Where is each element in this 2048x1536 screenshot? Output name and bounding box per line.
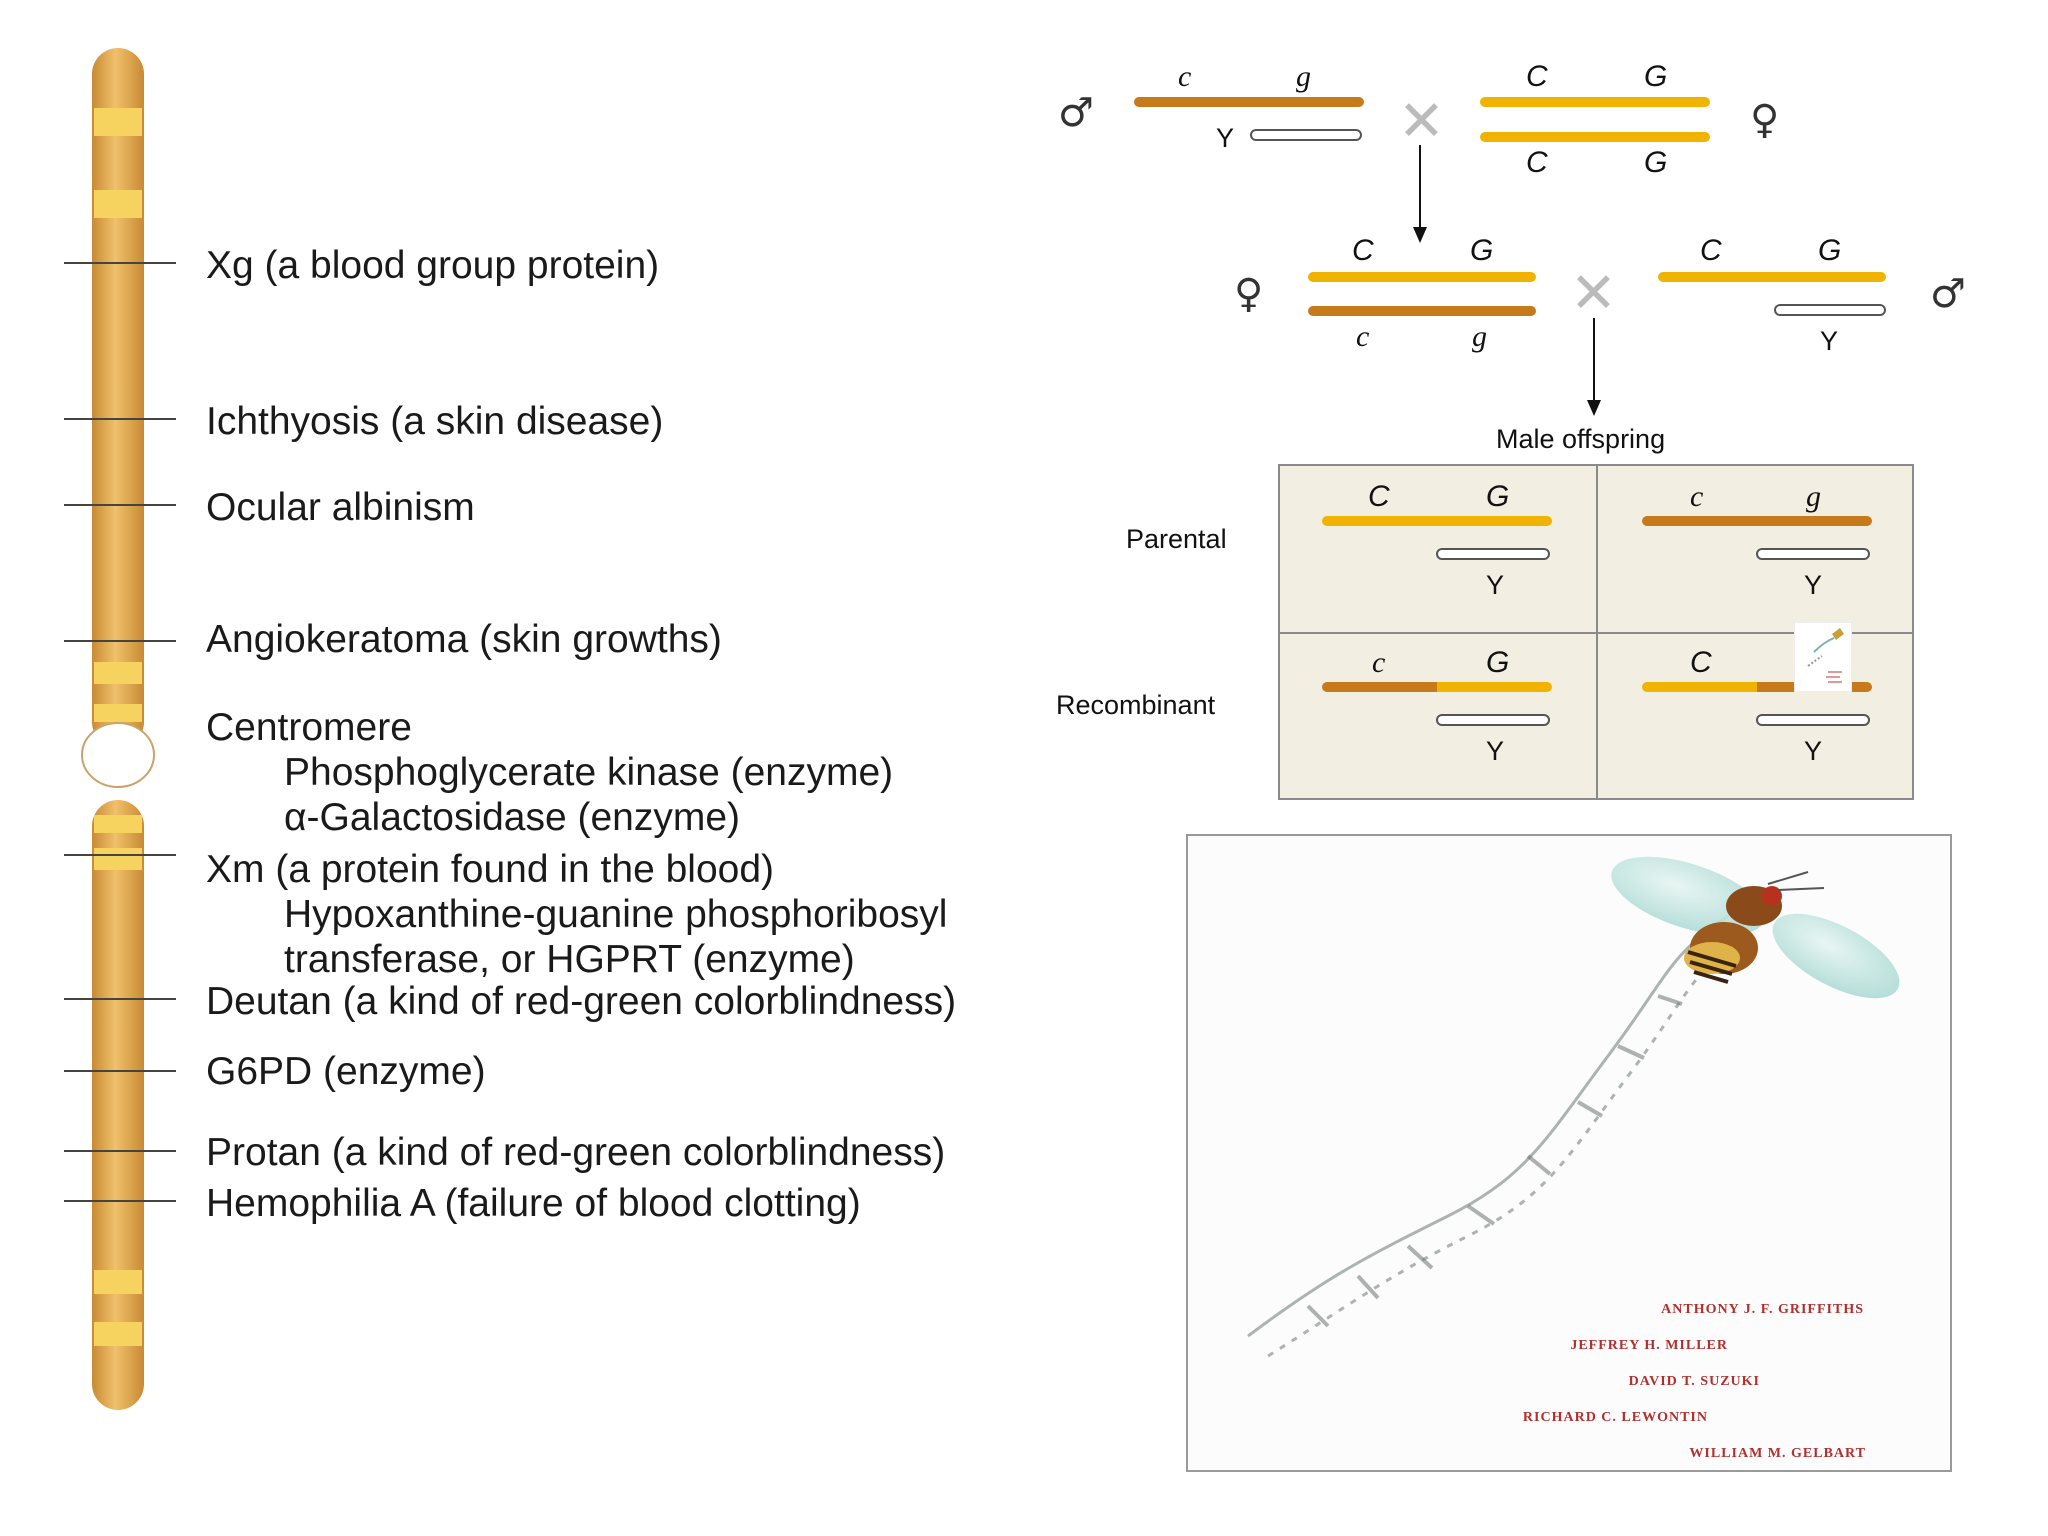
y-label: Y bbox=[1804, 570, 1823, 600]
label-hgprt-line1: Hypoxanthine-guanine phosphoribosyl bbox=[284, 893, 948, 936]
recombinant-label: Recombinant bbox=[1056, 690, 1216, 720]
allele-C: C bbox=[1352, 234, 1374, 267]
y-label: Y bbox=[1486, 570, 1505, 600]
label-alpha-galactosidase: α-Galactosidase (enzyme) bbox=[284, 796, 741, 839]
female-symbol: ♀ bbox=[1750, 97, 1780, 143]
allele-G: G bbox=[1818, 234, 1842, 267]
y-label: Y bbox=[1804, 736, 1823, 766]
tick-xg bbox=[64, 262, 176, 264]
allele-c: c bbox=[1356, 320, 1370, 353]
y-label: Y bbox=[1216, 123, 1235, 153]
label-xg: Xg (a blood group protein) bbox=[206, 244, 660, 287]
y-label: Y bbox=[1820, 326, 1839, 356]
label-ocular-albinism: Ocular albinism bbox=[206, 486, 475, 529]
allele-G: G bbox=[1644, 60, 1668, 93]
centromere-circle bbox=[81, 722, 155, 788]
tick-deutan bbox=[64, 998, 176, 1000]
arrow-down-icon bbox=[1587, 318, 1601, 416]
chromosome-arm-lower bbox=[92, 800, 144, 1410]
cross-symbol: ✕ bbox=[1570, 261, 1617, 326]
credit-line: WILLIAM M. GELBART bbox=[1689, 1446, 1866, 1461]
chromosome-band bbox=[94, 815, 142, 833]
x-chromosome-recessive bbox=[1642, 516, 1872, 526]
x-chromosome-recessive bbox=[1308, 306, 1536, 316]
y-label: Y bbox=[1486, 736, 1505, 766]
x-chromosome-diagram bbox=[81, 48, 155, 1410]
x-chromosome-dominant bbox=[1480, 132, 1710, 142]
x-chromosome-recombinant bbox=[1642, 682, 1872, 692]
y-chromosome bbox=[1756, 714, 1870, 726]
y-chromosome bbox=[1250, 129, 1362, 141]
label-xm: Xm (a protein found in the blood) bbox=[206, 848, 775, 891]
allele-G: G bbox=[1470, 234, 1494, 267]
cross-symbol: ✕ bbox=[1398, 89, 1445, 154]
label-deutan: Deutan (a kind of red-green colorblindne… bbox=[206, 980, 957, 1023]
y-chromosome bbox=[1436, 548, 1550, 560]
label-angiokeratoma: Angiokeratoma (skin growths) bbox=[206, 618, 722, 661]
grid-divider-horizontal bbox=[1278, 632, 1914, 634]
male-offspring-label: Male offspring bbox=[1496, 424, 1666, 454]
x-chromosome-dominant bbox=[1308, 272, 1536, 282]
chromosome-band bbox=[94, 704, 142, 722]
allele-G: G bbox=[1644, 146, 1668, 179]
book-cover: ANTHONY J. F. GRIFFITHS JEFFREY H. MILLE… bbox=[1186, 834, 1952, 1472]
allele-C: C bbox=[1526, 60, 1548, 93]
y-chromosome bbox=[1774, 304, 1886, 316]
tick-angiokeratoma bbox=[64, 640, 176, 642]
chromosome-band bbox=[94, 848, 142, 870]
allele-g: g bbox=[1296, 60, 1311, 93]
credit-line: RICHARD C. LEWONTIN bbox=[1522, 1410, 1708, 1425]
fruit-fly-dna-illustration bbox=[1247, 856, 1900, 1358]
allele-C: C bbox=[1700, 234, 1722, 267]
parental-label: Parental bbox=[1126, 524, 1227, 554]
label-protan: Protan (a kind of red-green colorblindne… bbox=[206, 1131, 946, 1174]
label-phosphoglycerate-kinase: Phosphoglycerate kinase (enzyme) bbox=[284, 751, 894, 794]
y-chromosome bbox=[1436, 714, 1550, 726]
allele-G: G bbox=[1486, 646, 1510, 679]
credit-line: ANTHONY J. F. GRIFFITHS bbox=[1661, 1302, 1864, 1317]
x-chromosome-dominant bbox=[1480, 97, 1710, 107]
allele-G: G bbox=[1486, 480, 1510, 513]
x-chromosome-dominant bbox=[1658, 272, 1886, 282]
female-symbol: ♀ bbox=[1234, 271, 1264, 317]
chromosome-arm-upper bbox=[92, 48, 144, 748]
credit-line: DAVID T. SUZUKI bbox=[1628, 1374, 1760, 1389]
tick-protan bbox=[64, 1150, 176, 1152]
tick-ocular-albinism bbox=[64, 504, 176, 506]
allele-g: g bbox=[1806, 480, 1821, 513]
allele-c: c bbox=[1690, 480, 1704, 513]
chromosome-band bbox=[94, 1270, 142, 1294]
x-chromosome-recombinant bbox=[1322, 682, 1552, 692]
credit-line: JEFFREY H. MILLER bbox=[1570, 1338, 1728, 1353]
label-centromere: Centromere bbox=[206, 706, 412, 749]
tick-xm bbox=[64, 854, 176, 856]
label-hgprt-line2: transferase, or HGPRT (enzyme) bbox=[284, 938, 855, 981]
arrow-down-icon bbox=[1413, 145, 1427, 243]
male-symbol: ♂ bbox=[1930, 271, 1966, 317]
x-chromosome-dominant bbox=[1322, 516, 1552, 526]
tick-g6pd bbox=[64, 1070, 176, 1072]
chromosome-band bbox=[94, 108, 142, 136]
chromosome-band bbox=[94, 662, 142, 684]
thumbnail-image bbox=[1794, 622, 1852, 692]
label-ichthyosis: Ichthyosis (a skin disease) bbox=[206, 400, 664, 443]
tick-hemophilia bbox=[64, 1200, 176, 1202]
label-hemophilia: Hemophilia A (failure of blood clotting) bbox=[206, 1182, 861, 1225]
allele-g: g bbox=[1472, 320, 1487, 353]
allele-C: C bbox=[1690, 646, 1712, 679]
x-chromosome-recessive bbox=[1134, 97, 1364, 107]
chromosome-band bbox=[94, 190, 142, 218]
book-credits: ANTHONY J. F. GRIFFITHS JEFFREY H. MILLE… bbox=[1478, 1292, 1928, 1470]
allele-c: c bbox=[1178, 60, 1192, 93]
male-symbol: ♂ bbox=[1058, 90, 1094, 136]
chromosome-band bbox=[94, 1322, 142, 1346]
y-chromosome bbox=[1756, 548, 1870, 560]
label-g6pd: G6PD (enzyme) bbox=[206, 1050, 486, 1093]
allele-C: C bbox=[1526, 146, 1548, 179]
allele-c: c bbox=[1372, 646, 1386, 679]
tick-ichthyosis bbox=[64, 418, 176, 420]
allele-C: C bbox=[1368, 480, 1390, 513]
